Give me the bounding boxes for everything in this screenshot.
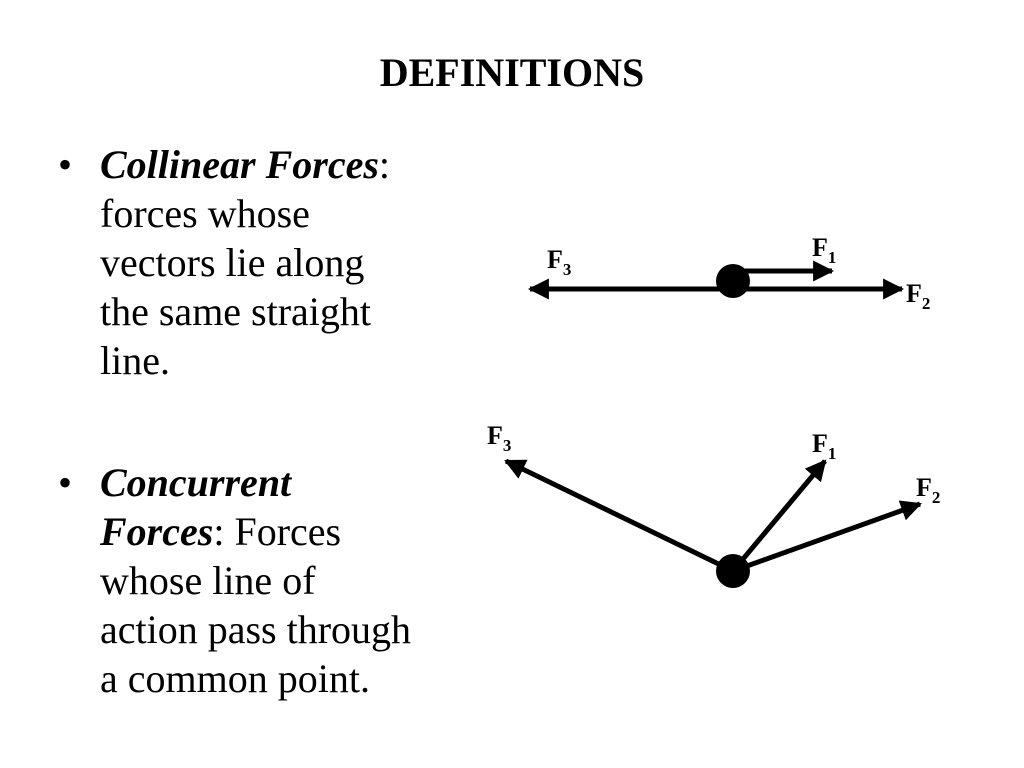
term-separator: : [378, 142, 391, 187]
definition-term-line: Forces: Forces [100, 507, 478, 556]
definition-term-part: Forces [100, 509, 214, 554]
definition-line: line. [100, 338, 170, 383]
force-label-f3: F3 [487, 421, 511, 455]
bullet-marker: • [58, 460, 73, 505]
force-f1-arrow [731, 459, 827, 573]
definition-line: a common point. [100, 656, 370, 701]
force-label-f3: F3 [547, 245, 571, 279]
definition-line: vectors lie along [100, 240, 365, 285]
definition-term-part: Concurrent [100, 460, 292, 505]
definition-term: Collinear Forces [100, 142, 379, 187]
point-of-concurrency [716, 554, 750, 588]
force-label-f1: F1 [812, 429, 836, 463]
bullet-concurrent-forces: • Concurrent Forces: Forces whose line o… [58, 458, 478, 703]
definition-term-line: Concurrent [100, 458, 478, 507]
bullet-marker: • [58, 142, 73, 187]
definition-line: the same straight [100, 289, 372, 334]
definition-inline-text: Forces [224, 509, 342, 554]
force-label-f1: F1 [812, 233, 836, 267]
point-of-application [716, 264, 750, 298]
bullet-text: Collinear Forces: forces whose vectors l… [100, 140, 478, 385]
force-label-f2: F2 [916, 473, 940, 507]
definition-line: action pass through [100, 607, 412, 652]
definition-line: forces whose [100, 191, 310, 236]
concurrent-diagram: F1 F2 F3 [487, 421, 940, 588]
collinear-diagram: F1 F2 F3 [527, 233, 930, 313]
term-separator: : [213, 509, 225, 554]
force-label-f2: F2 [906, 279, 930, 313]
bullet-collinear-forces: • Collinear Forces: forces whose vectors… [58, 140, 478, 385]
force-f2-arrow [732, 500, 922, 574]
slide-title: DEFINITIONS [379, 50, 645, 95]
bullet-text: Concurrent Forces: Forces whose line of … [100, 458, 478, 703]
definition-line: whose line of [100, 558, 316, 603]
definition-term-line: Collinear Forces: [100, 140, 478, 189]
force-f3-arrow [504, 458, 735, 574]
